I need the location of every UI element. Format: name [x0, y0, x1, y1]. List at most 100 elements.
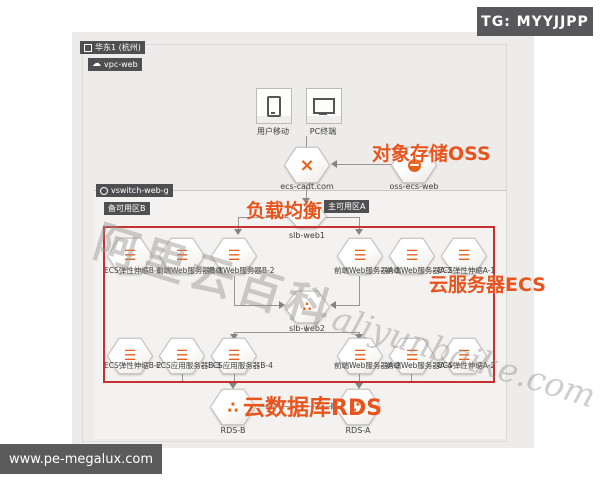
oss-icon	[391, 146, 437, 184]
rds-a-label: RDS-A	[345, 426, 371, 435]
connector	[234, 332, 360, 333]
zone-backup-label: 备可用区B	[108, 204, 146, 213]
node-label: 前端Web服务器A-3	[334, 361, 401, 370]
vpc-cloud-icon: ☁	[92, 59, 101, 69]
connector	[238, 217, 288, 218]
connector	[306, 325, 307, 332]
ecs-node: ☰	[441, 337, 487, 375]
ecs-icon: ☰	[123, 248, 137, 264]
slb1-label: slb-web1	[289, 231, 325, 240]
rds-icon: ∴	[227, 397, 239, 417]
connector	[306, 187, 307, 199]
ecs-icon: ☰	[353, 248, 367, 264]
connector	[326, 217, 360, 218]
connector	[258, 406, 336, 407]
region-badge: 华东1 (杭州)	[80, 41, 145, 54]
connector	[234, 276, 235, 305]
vswitch-badge: vswitch-web-g	[96, 184, 173, 197]
ecs-node: ☰	[159, 237, 205, 275]
connector	[234, 374, 235, 383]
ecs-icon: ☰	[123, 348, 137, 364]
arrow-down	[302, 198, 310, 204]
pc-icon	[313, 98, 335, 115]
ecs-node: ☰	[337, 237, 383, 275]
node-label: ECS应用服务器B-3	[156, 361, 221, 370]
connector	[359, 276, 360, 305]
slb-icon: ∴	[302, 299, 312, 315]
node-label: 前端Web服务器A-4	[386, 361, 453, 370]
connector	[337, 164, 392, 165]
region-label: 华东1 (杭州)	[95, 43, 141, 52]
rds-icon: ∴	[352, 397, 364, 417]
node-label: ECS弹性伸缩A-1	[438, 266, 496, 275]
site-badge: www.pe-megalux.com	[0, 444, 162, 474]
annotation-slb: 负载均衡	[246, 200, 323, 222]
ecs-node: ☰	[441, 237, 487, 275]
tg-badge: TG: MYYJJPP	[477, 7, 593, 36]
arrow-left	[330, 301, 336, 309]
vpc-badge: ☁ vpc-web	[88, 58, 142, 71]
node-label: 前端Web服务器A-1	[334, 266, 401, 275]
rds-b-node: ∴	[210, 388, 256, 426]
zone-primary-badge: 主可用区A	[324, 200, 370, 213]
ecs-node: ☰	[107, 337, 153, 375]
ecs-icon: ☰	[227, 348, 241, 364]
ecs-node: ☰	[337, 337, 383, 375]
ecs-node: ☰	[389, 237, 435, 275]
zone-primary-label: 主可用区A	[328, 202, 366, 211]
connector	[411, 374, 412, 383]
ecs-icon: ☰	[457, 348, 471, 364]
arrow-down	[234, 229, 242, 235]
connector	[359, 217, 360, 230]
mobile-client-node	[256, 88, 292, 124]
pc-client-label: PC终端	[309, 127, 337, 136]
node-label: ECS弹性伸缩B-2	[104, 361, 162, 370]
node-label: ECS弹性伸缩B-1	[104, 266, 162, 275]
arrow-right	[279, 301, 285, 309]
connector	[306, 136, 307, 150]
region-boundary	[82, 44, 507, 442]
ecs-node: ☰	[389, 337, 435, 375]
gateway-node: ×	[284, 146, 330, 184]
zone-backup-badge: 备可用区B	[104, 202, 150, 215]
annotation-ecs: 云服务器ECS	[429, 274, 546, 296]
arrow-down	[229, 383, 237, 389]
link-icon	[100, 186, 108, 195]
mobile-client-label: 用户移动	[257, 127, 289, 136]
mobile-icon	[267, 95, 281, 117]
oss-node	[391, 146, 437, 184]
connector	[182, 374, 183, 383]
ecs-icon: ☰	[227, 248, 241, 264]
slb2-label: slb-web2	[289, 324, 325, 333]
cdn-icon: ×	[299, 154, 315, 176]
pc-client-node	[306, 88, 342, 124]
ecs-icon: ☰	[457, 248, 471, 264]
ecs-icon: ☰	[175, 348, 189, 364]
connector	[238, 217, 239, 230]
ecs-node: ☰	[211, 337, 257, 375]
node-label: 前端Web服务器B-2	[208, 266, 275, 275]
slb-icon: ∴	[302, 208, 312, 224]
annotation-rds: 云数据库RDS	[243, 396, 383, 421]
ecs-icon: ☰	[405, 348, 419, 364]
slb1-node: ∴	[287, 203, 327, 229]
rds-a-node: ∴	[335, 388, 381, 426]
node-label: ECS应用服务器B-4	[208, 361, 273, 370]
vpc-label: vpc-web	[104, 60, 138, 69]
slb2-node: ∴	[284, 290, 330, 324]
annotation-oss: 对象存储OSS	[372, 143, 491, 165]
ecs-node: ☰	[211, 237, 257, 275]
ecs-icon: ☰	[353, 348, 367, 364]
region-icon	[84, 43, 92, 52]
node-label: 前端Web服务器A-2	[386, 266, 453, 275]
gateway-label: ecs-cadt.com	[280, 182, 334, 191]
ecs-icon: ☰	[175, 248, 189, 264]
oss-label: oss-ecs-web	[389, 182, 439, 191]
ecs-node: ☰	[107, 237, 153, 275]
arrow-down	[230, 334, 238, 340]
arrow-down	[355, 334, 363, 340]
connector	[334, 305, 360, 306]
arrow-down	[355, 229, 363, 235]
node-label: 前端Web服务器B-1	[156, 266, 223, 275]
